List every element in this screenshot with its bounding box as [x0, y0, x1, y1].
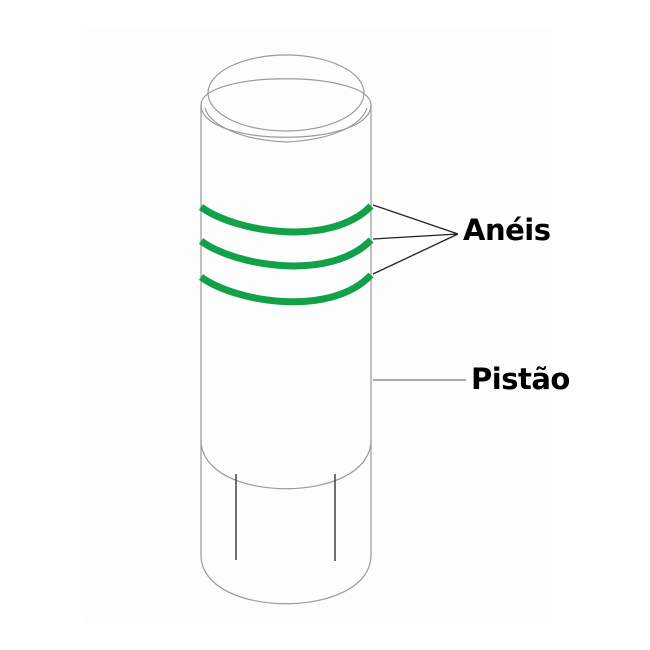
ring-2 [198, 237, 374, 270]
piston-rings [198, 203, 374, 306]
piston-label: Pistão [471, 362, 570, 396]
piston-body [200, 54, 372, 605]
diagram-panel [82, 30, 552, 623]
rings-leader-lines [372, 204, 459, 275]
skirt-slots [235, 474, 336, 561]
rings-label: Anéis [463, 213, 551, 247]
ring-3 [198, 272, 374, 306]
ring-1 [198, 203, 374, 236]
